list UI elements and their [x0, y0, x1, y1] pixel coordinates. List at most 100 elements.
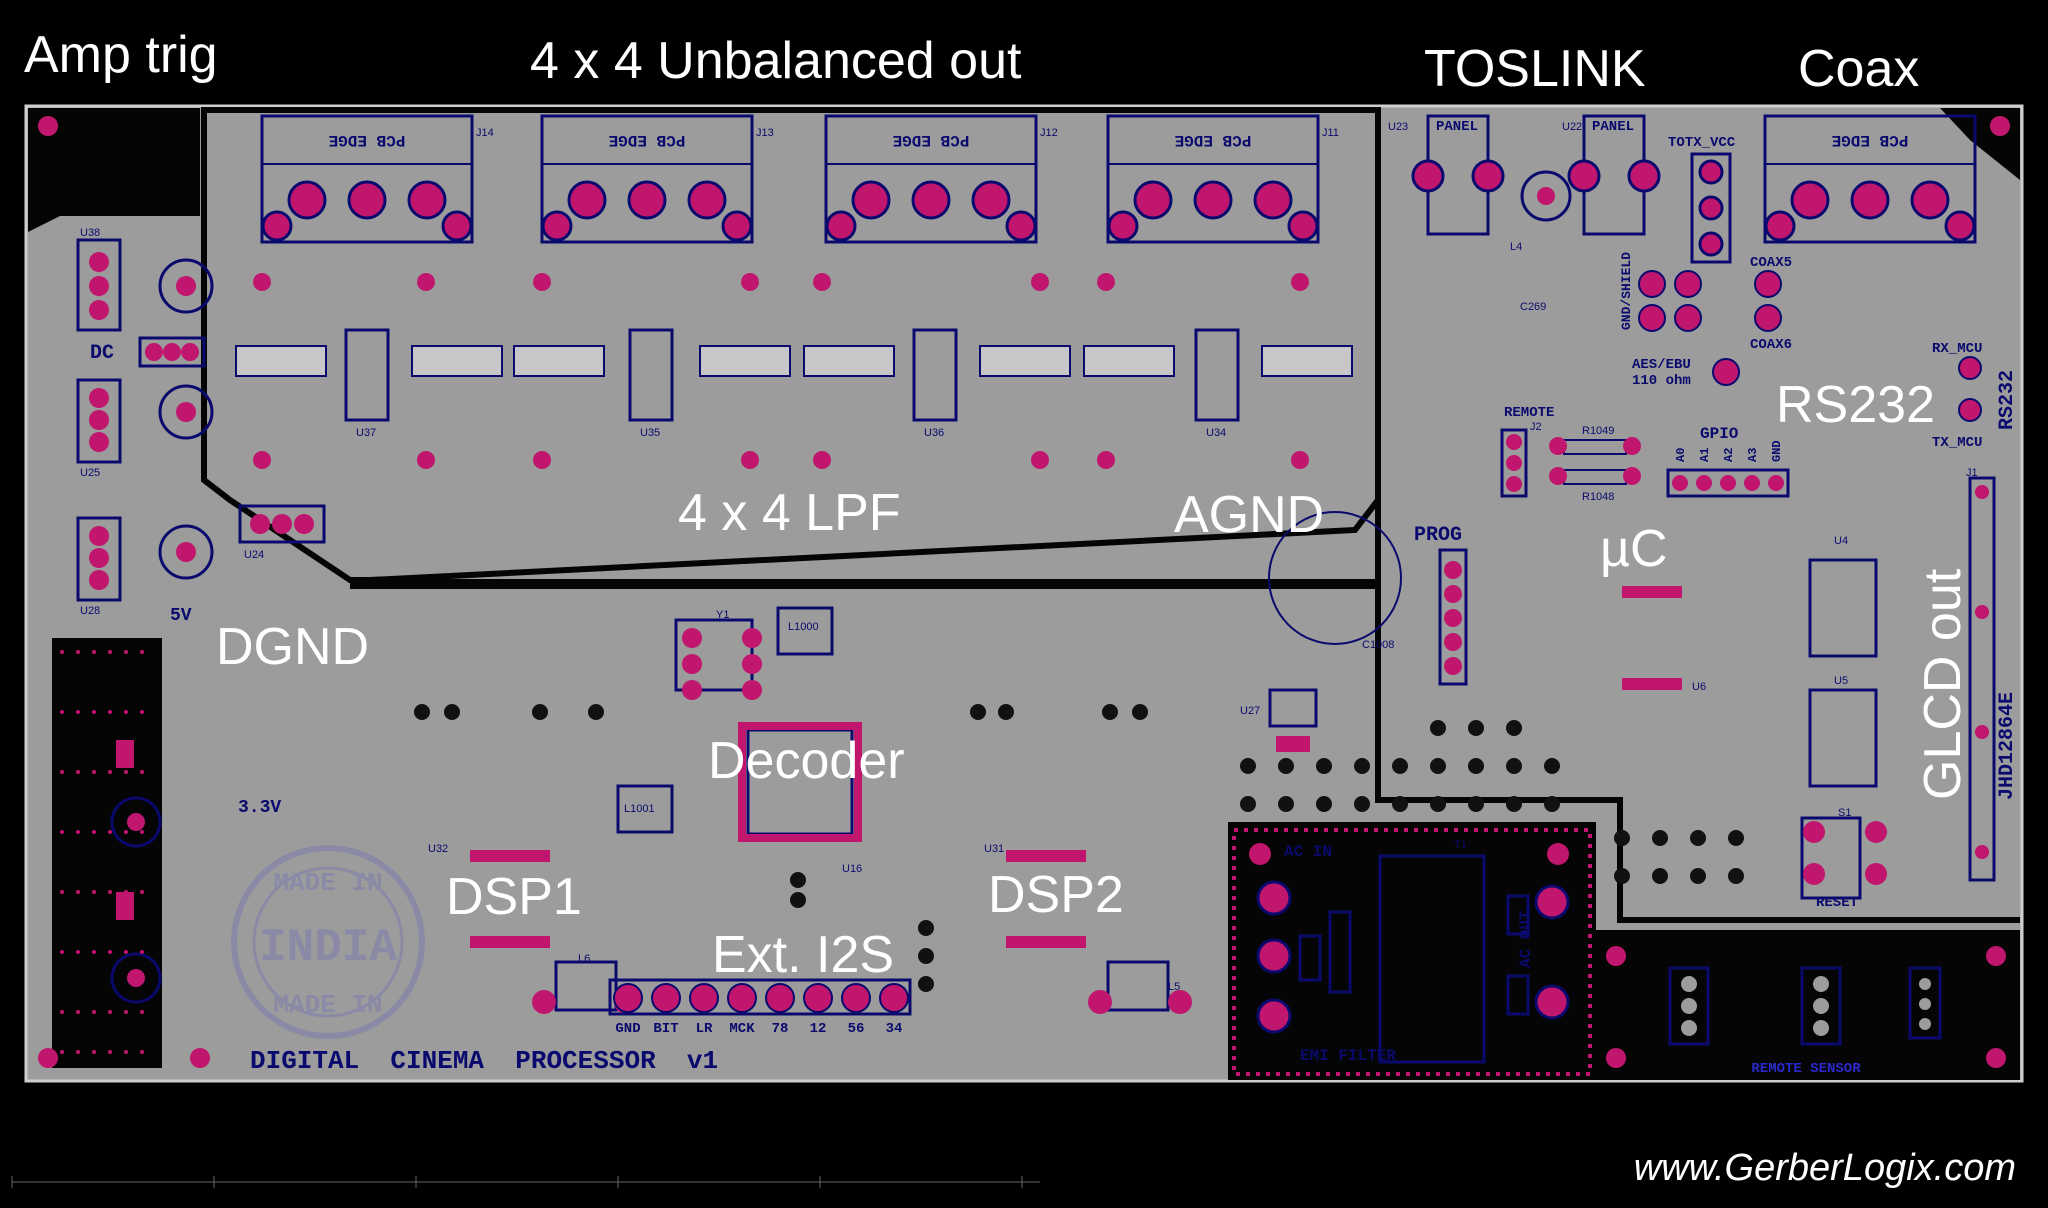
label-coax: Coax [1798, 40, 1919, 98]
ref-c1008: C1008 [1362, 639, 1394, 651]
ref-r1049: R1049 [1582, 425, 1614, 437]
dc-silk-label: DC [90, 342, 114, 365]
i2s-pin-12: 12 [810, 1021, 827, 1037]
remote-sensor-silk: REMOTE SENSOR [1751, 1061, 1861, 1077]
prog-silk-label: PROG [1414, 524, 1462, 547]
coax6-label: COAX6 [1750, 337, 1792, 353]
i2s-pin-78: 78 [772, 1021, 789, 1037]
left-dotted-block [52, 638, 162, 1068]
ref-u28: U28 [80, 605, 100, 617]
made-in-india-stamp [231, 845, 425, 1039]
label-ext-i2s: Ext. I2S [712, 926, 894, 984]
rca-jack-j13 [540, 114, 754, 244]
mounting-holes [38, 116, 2010, 1068]
ac-out-silk: AC OUT [1517, 910, 1535, 968]
ref-u5: U5 [1834, 675, 1848, 687]
ref-j12: J12 [1040, 127, 1058, 139]
ref-u34: U34 [1206, 427, 1226, 439]
ref-j14: J14 [476, 127, 494, 139]
digital-ics [470, 558, 1878, 948]
ref-u25: U25 [80, 467, 100, 479]
ref-u16: U16 [842, 863, 862, 875]
gpio-silk-label: GPIO [1700, 425, 1739, 443]
rca-jack-j11 [1106, 114, 1320, 244]
ref-u37: U37 [356, 427, 376, 439]
aes-ebu-pads [1638, 270, 1982, 422]
label-amp-trig: Amp trig [24, 26, 218, 84]
pcb-edge-label-j11: PCB EDGE [1175, 131, 1252, 149]
ref-u6: U6 [1692, 681, 1706, 693]
power-components [76, 238, 326, 1004]
ref-u31: U31 [984, 843, 1004, 855]
ref-l1001: L1001 [624, 803, 655, 815]
ref-l4: L4 [1510, 241, 1522, 253]
toslink-modules [1411, 114, 1732, 264]
ref-s1: S1 [1838, 807, 1851, 819]
gpio-pin-a0: A0 [1674, 448, 1688, 462]
ref-u22: U22 [1562, 121, 1582, 133]
bottom-ruler [11, 1176, 1040, 1188]
totx-vcc-label: TOTX_VCC [1668, 135, 1736, 151]
pcb-edge-label-coax: PCB EDGE [1832, 131, 1909, 149]
board-title-silk: DIGITAL CINEMA PROCESSOR v1 [250, 1046, 718, 1076]
label-dsp1: DSP1 [446, 868, 582, 926]
label-toslink: TOSLINK [1424, 40, 1646, 98]
ohm-label: 110 ohm [1632, 373, 1691, 389]
i2s-pin-lr: LR [696, 1021, 713, 1037]
ref-l5: L5 [1168, 981, 1180, 993]
micro-section-outline [1375, 110, 2020, 923]
rca-jack-coax [1763, 114, 1977, 244]
coax5-label: COAX5 [1750, 255, 1792, 271]
ac-filter-block [1232, 828, 1592, 1076]
ref-r1048: R1048 [1582, 491, 1614, 503]
ref-l6: L6 [578, 953, 590, 965]
i2s-header [608, 978, 912, 1016]
ref-j1: J1 [1966, 467, 1978, 479]
ref-j2: J2 [1530, 421, 1542, 433]
i2s-pin-gnd: GND [615, 1021, 640, 1037]
pcb-edge-label-j13: PCB EDGE [609, 131, 686, 149]
remote-sensor-block [1595, 930, 2020, 1080]
ref-u38: U38 [80, 227, 100, 239]
gpio-pin-a2: A2 [1722, 448, 1736, 462]
ref-u36: U36 [924, 427, 944, 439]
label-decoder: Decoder [708, 732, 905, 790]
label-rs232: RS232 [1776, 376, 1935, 434]
i2s-pin-mck: MCK [729, 1021, 755, 1037]
label-website: www.GerberLogix.com [1634, 1147, 2016, 1189]
ref-u23: U23 [1388, 121, 1408, 133]
left-via-field [60, 650, 144, 1054]
lpf-channels [235, 273, 1353, 469]
emi-filter-silk: EMI FILTER [1300, 1047, 1396, 1065]
i2s-pin-bit: BIT [653, 1021, 678, 1037]
tx-mcu-label: TX_MCU [1932, 435, 1982, 451]
jhd-silk-label: JHD12864E [1996, 692, 2019, 800]
remote-silk-label: REMOTE [1504, 405, 1554, 421]
i2s-pin-56: 56 [848, 1021, 865, 1037]
label-dgnd: DGND [216, 618, 369, 676]
gpio-pin-a1: A1 [1698, 448, 1712, 462]
ref-j11: J11 [1322, 127, 1339, 139]
ref-u32: U32 [428, 843, 448, 855]
v33-silk-label: 3.3V [238, 798, 281, 818]
keepout-chamfer-left [28, 216, 60, 232]
aes-ebu-label: AES/EBU [1632, 357, 1691, 373]
pcb-edge-label-j12: PCB EDGE [893, 131, 970, 149]
ref-u4: U4 [1834, 535, 1848, 547]
gnd-shield-label: GND/SHIELD [1619, 252, 1634, 330]
remote-sensor-connectors [1606, 946, 2006, 1068]
ref-t1: T1 [1454, 839, 1467, 851]
rx-mcu-label: RX_MCU [1932, 341, 1982, 357]
via-grid [414, 704, 1744, 992]
rca-jack-j12 [824, 114, 1038, 244]
label-lpf: 4 x 4 LPF [678, 484, 901, 542]
gpio-pin-gnd: GND [1770, 440, 1784, 462]
ref-u27: U27 [1240, 705, 1260, 717]
mcu-section [1438, 170, 1996, 900]
ref-y1: Y1 [716, 609, 729, 621]
rca-jacks [260, 114, 1977, 244]
reset-silk-label: RESET [1816, 895, 1858, 911]
ref-c269: C269 [1520, 301, 1546, 313]
panel-label-1: PANEL [1436, 119, 1478, 135]
